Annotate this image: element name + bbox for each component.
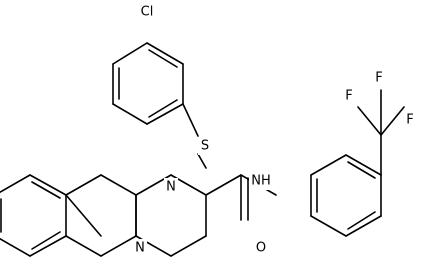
- anilide-ring: [310, 154, 382, 237]
- bond: [0, 237, 31, 257]
- bond: [65, 235, 102, 257]
- bond: [146, 42, 184, 65]
- oxygen-atom: O: [256, 241, 266, 256]
- bond: [380, 106, 405, 136]
- bond-inner: [347, 211, 376, 230]
- bond: [310, 215, 347, 237]
- bond: [100, 235, 137, 257]
- fluorine-atom: F: [345, 89, 352, 104]
- bond: [100, 174, 137, 196]
- sulfur-atom: S: [201, 139, 209, 154]
- bond: [146, 103, 184, 125]
- fluorine-atom: F: [406, 113, 413, 128]
- nitrogen-atom: N: [166, 180, 176, 195]
- phenyl-ring: [0, 174, 67, 257]
- bond: [357, 106, 382, 136]
- bond: [197, 153, 207, 169]
- bond: [205, 174, 242, 196]
- nitrogen-atom: N: [135, 241, 145, 256]
- bond: [65, 194, 102, 237]
- pyrimidine-ring: [65, 174, 137, 257]
- bond-inner: [31, 231, 61, 250]
- bond-inner: [148, 99, 178, 118]
- bond: [310, 154, 347, 176]
- chlorophenyl-ring: [112, 42, 184, 125]
- thioether-bonds: [182, 103, 207, 169]
- atom-labels: Cl S N N NH O F F F: [133, 3, 417, 257]
- bond: [112, 42, 148, 65]
- bond: [345, 215, 382, 237]
- bond: [29, 235, 67, 257]
- bond: [0, 174, 31, 194]
- trifluoromethyl-group: [357, 89, 405, 176]
- bond: [345, 154, 382, 176]
- bond-inner: [347, 161, 376, 179]
- bond-inner: [31, 181, 61, 199]
- bond: [112, 103, 148, 125]
- bond: [65, 174, 102, 196]
- amide-nh-group: NH: [251, 174, 271, 189]
- bond: [29, 174, 67, 196]
- bond-inner: [148, 49, 178, 68]
- chlorine-atom: Cl: [141, 5, 154, 20]
- bond: [170, 235, 207, 257]
- fluorine-atom: F: [375, 71, 382, 86]
- bond: [182, 103, 199, 137]
